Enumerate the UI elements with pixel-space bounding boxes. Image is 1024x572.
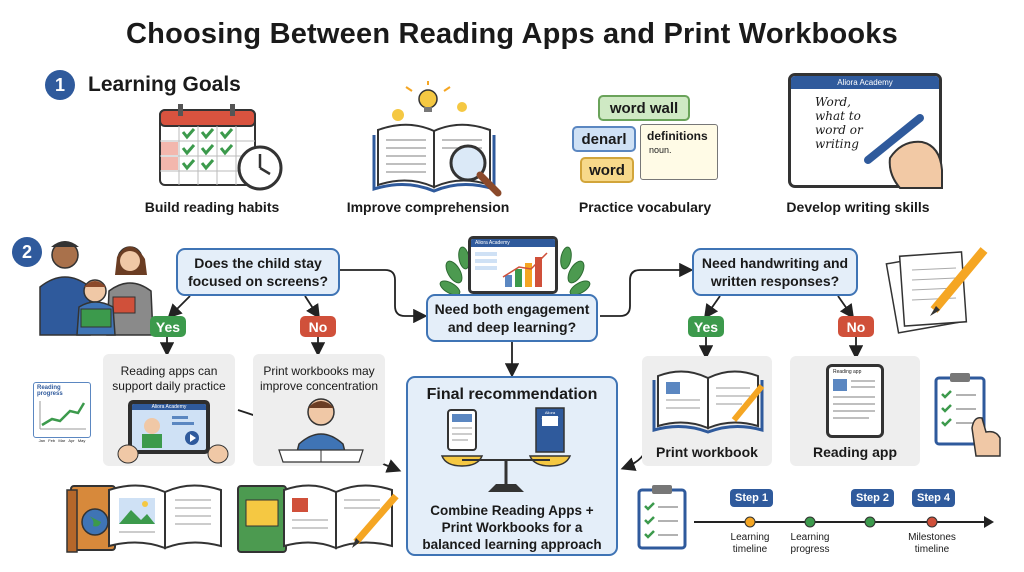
book-magnifier-icon (372, 81, 502, 197)
books-globe-icon (66, 484, 222, 553)
section-1-number: 1 (45, 70, 75, 100)
outcome-print-workbook: Print workbook (656, 444, 758, 460)
goal-practice-vocabulary: Practice vocabulary (578, 199, 712, 215)
writing-line-4: writing (815, 137, 859, 151)
noun-label: noun. (649, 145, 672, 155)
final-recommendation-text: Combine Reading Apps + Print Workbooks f… (422, 503, 602, 552)
timeline-axis (694, 516, 994, 528)
writing-tablet: Aliora Academy Word, what to word or wri… (788, 73, 942, 188)
papers-pencil-icon (885, 247, 988, 334)
writing-line-2: what to (815, 109, 861, 123)
reading-progress-card: Reading progress Jan Feb Mar Apr May (33, 382, 91, 443)
question-handwriting-responses: Need handwriting and written responses? (692, 248, 858, 296)
progress-axis-3: Mar (58, 438, 66, 443)
timeline-step-4: Step 4 (912, 489, 956, 507)
hands-icon (117, 444, 229, 464)
timeline-label-learning-timeline: Learning timeline (730, 532, 770, 555)
no-pill-right: No (838, 316, 874, 337)
center-tablet-brand: Aliora Academy (471, 239, 555, 247)
calendar-clock-icon (159, 104, 283, 191)
progress-axis-4: Apr (68, 438, 75, 443)
kid-tablet: Aliora Academy (128, 400, 210, 454)
open-workbook-icon (652, 370, 765, 434)
final-recommendation-box (406, 376, 618, 556)
timeline-label-learning-progress: Learning progress (790, 532, 830, 555)
progress-axis-1: Jan (38, 438, 46, 443)
writing-line-1: Word, (815, 95, 851, 109)
clipboard-checklist-icon (934, 373, 1001, 457)
reading-progress-title: Reading progress (37, 385, 63, 397)
timeline-step-2: Step 2 (851, 489, 895, 507)
denarl-card: denarl (572, 126, 636, 152)
balance-scale-icon (440, 407, 572, 492)
final-book-brand: Aliora Academy (541, 410, 559, 420)
progress-axis-2: Feb (48, 438, 56, 443)
kid-reading-screen-icon (142, 416, 199, 448)
yes-pill-left: Yes (150, 316, 186, 337)
goal-develop-writing-skills: Develop writing skills (786, 199, 930, 215)
timeline-label-milestones: Milestones timeline (908, 532, 956, 555)
goal-build-reading-habits: Build reading habits (144, 199, 280, 215)
no-pill-left: No (300, 316, 336, 337)
reading-app-lines-icon (833, 379, 875, 419)
progress-axis-5: May (77, 438, 86, 443)
child-writing-icon (278, 398, 364, 463)
outcome-apps-daily-practice: Reading apps can support daily practice (112, 364, 226, 393)
outcome-print-concentration: Print workbooks may improve concentratio… (259, 364, 379, 393)
writing-line-3: word or (815, 123, 863, 137)
reading-app-screen-label: Reading app (833, 369, 862, 375)
writing-tablet-brand: Aliora Academy (791, 76, 939, 89)
hand-pen-icon (864, 114, 943, 189)
tablet-chart-icon (475, 252, 548, 287)
word-wall-card: word wall (598, 95, 690, 121)
reading-app-tablet: Reading app (826, 364, 884, 438)
family-reading-icon (39, 241, 154, 336)
section-2-number: 2 (12, 237, 42, 267)
leaves-decoration-icon (439, 246, 591, 296)
page-title: Choosing Between Reading Apps and Print … (126, 18, 898, 50)
outcome-reading-app: Reading app (812, 444, 897, 460)
final-recommendation-title: Final recommendation (426, 386, 598, 403)
yes-pill-right: Yes (688, 316, 724, 337)
section-1-title: Learning Goals (88, 73, 241, 96)
books-pencil-icon (237, 484, 399, 553)
question-focused-on-screens: Does the child stay focused on screens? (176, 248, 340, 296)
progress-line-icon (39, 401, 86, 430)
kid-tablet-brand: Aliora Academy (132, 404, 206, 410)
timeline-step-1: Step 1 (730, 489, 774, 507)
definitions-label: definitions (647, 129, 708, 143)
goal-improve-comprehension: Improve comprehension (346, 199, 510, 215)
question-engagement-deep-learning: Need both engagement and deep learning? (426, 294, 598, 342)
center-tablet: Aliora Academy (468, 236, 558, 294)
word-card: word (580, 157, 634, 183)
definitions-card: definitions noun. (640, 124, 718, 180)
clipboard-small-icon (637, 485, 687, 550)
